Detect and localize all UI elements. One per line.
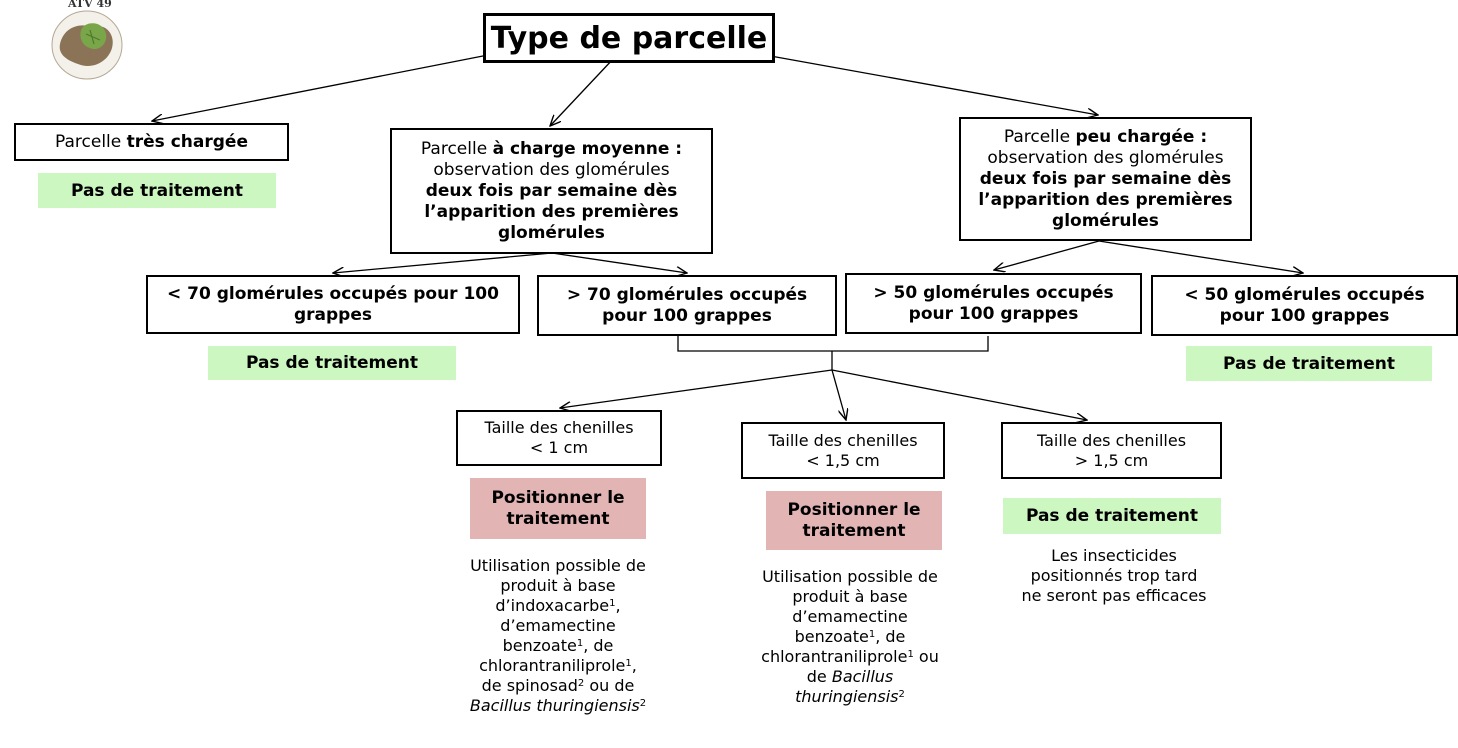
result-gt15: Pas de traitement (1003, 498, 1221, 534)
arrow-to-lt1 (560, 369, 833, 408)
result-lt15: Positionner le traitement (766, 491, 942, 550)
arrow-to-lt70 (333, 252, 553, 273)
arrow-to-gt50 (994, 240, 1100, 270)
arrow-to-medium (550, 57, 615, 126)
arrow-to-gt70 (551, 252, 687, 273)
node-gt50: > 50 glomérules occupés pour 100 grappes (845, 273, 1142, 334)
note-lt15: Utilisation possible de produit à base d… (761, 567, 939, 706)
diagram-title: Type de parcelle (483, 13, 775, 63)
bracket (677, 336, 989, 352)
result-lt50: Pas de traitement (1186, 346, 1432, 381)
note-gt15: Les insecticides positionnés trop tard n… (1021, 546, 1207, 605)
result-lt1: Positionner le traitement (470, 478, 646, 539)
node-gt70: > 70 glomérules occupés pour 100 grappes (537, 275, 837, 336)
note-lt1: Utilisation possible de produit à base d… (469, 556, 647, 715)
node-very-loaded: Parcelle très chargée (14, 123, 289, 161)
result-very-loaded: Pas de traitement (38, 173, 276, 208)
node-size-lt1: Taille des chenilles < 1 cm (456, 410, 662, 466)
node-low-load: Parcelle peu chargée : observation des g… (959, 117, 1252, 241)
node-medium-load: Parcelle à charge moyenne : observation … (390, 128, 713, 254)
node-size-lt15: Taille des chenilles < 1,5 cm (741, 422, 945, 479)
title-text: Type de parcelle (490, 20, 768, 56)
node-lt70: < 70 glomérules occupés pour 100 grappes (146, 275, 520, 334)
node-size-gt15: Taille des chenilles > 1,5 cm (1001, 422, 1222, 479)
arrow-to-lt15 (831, 369, 846, 420)
atv-logo: ATV 49 (42, 0, 132, 82)
arrow-to-lt50 (1098, 240, 1303, 273)
arrow-to-low (764, 54, 1098, 115)
arrow-to-very-loaded (152, 54, 489, 121)
node-lt50: < 50 glomérules occupés pour 100 grappes (1151, 275, 1458, 336)
logo-text: ATV 49 (68, 0, 112, 10)
arrow-to-gt15 (831, 369, 1087, 420)
result-lt70: Pas de traitement (208, 346, 456, 380)
